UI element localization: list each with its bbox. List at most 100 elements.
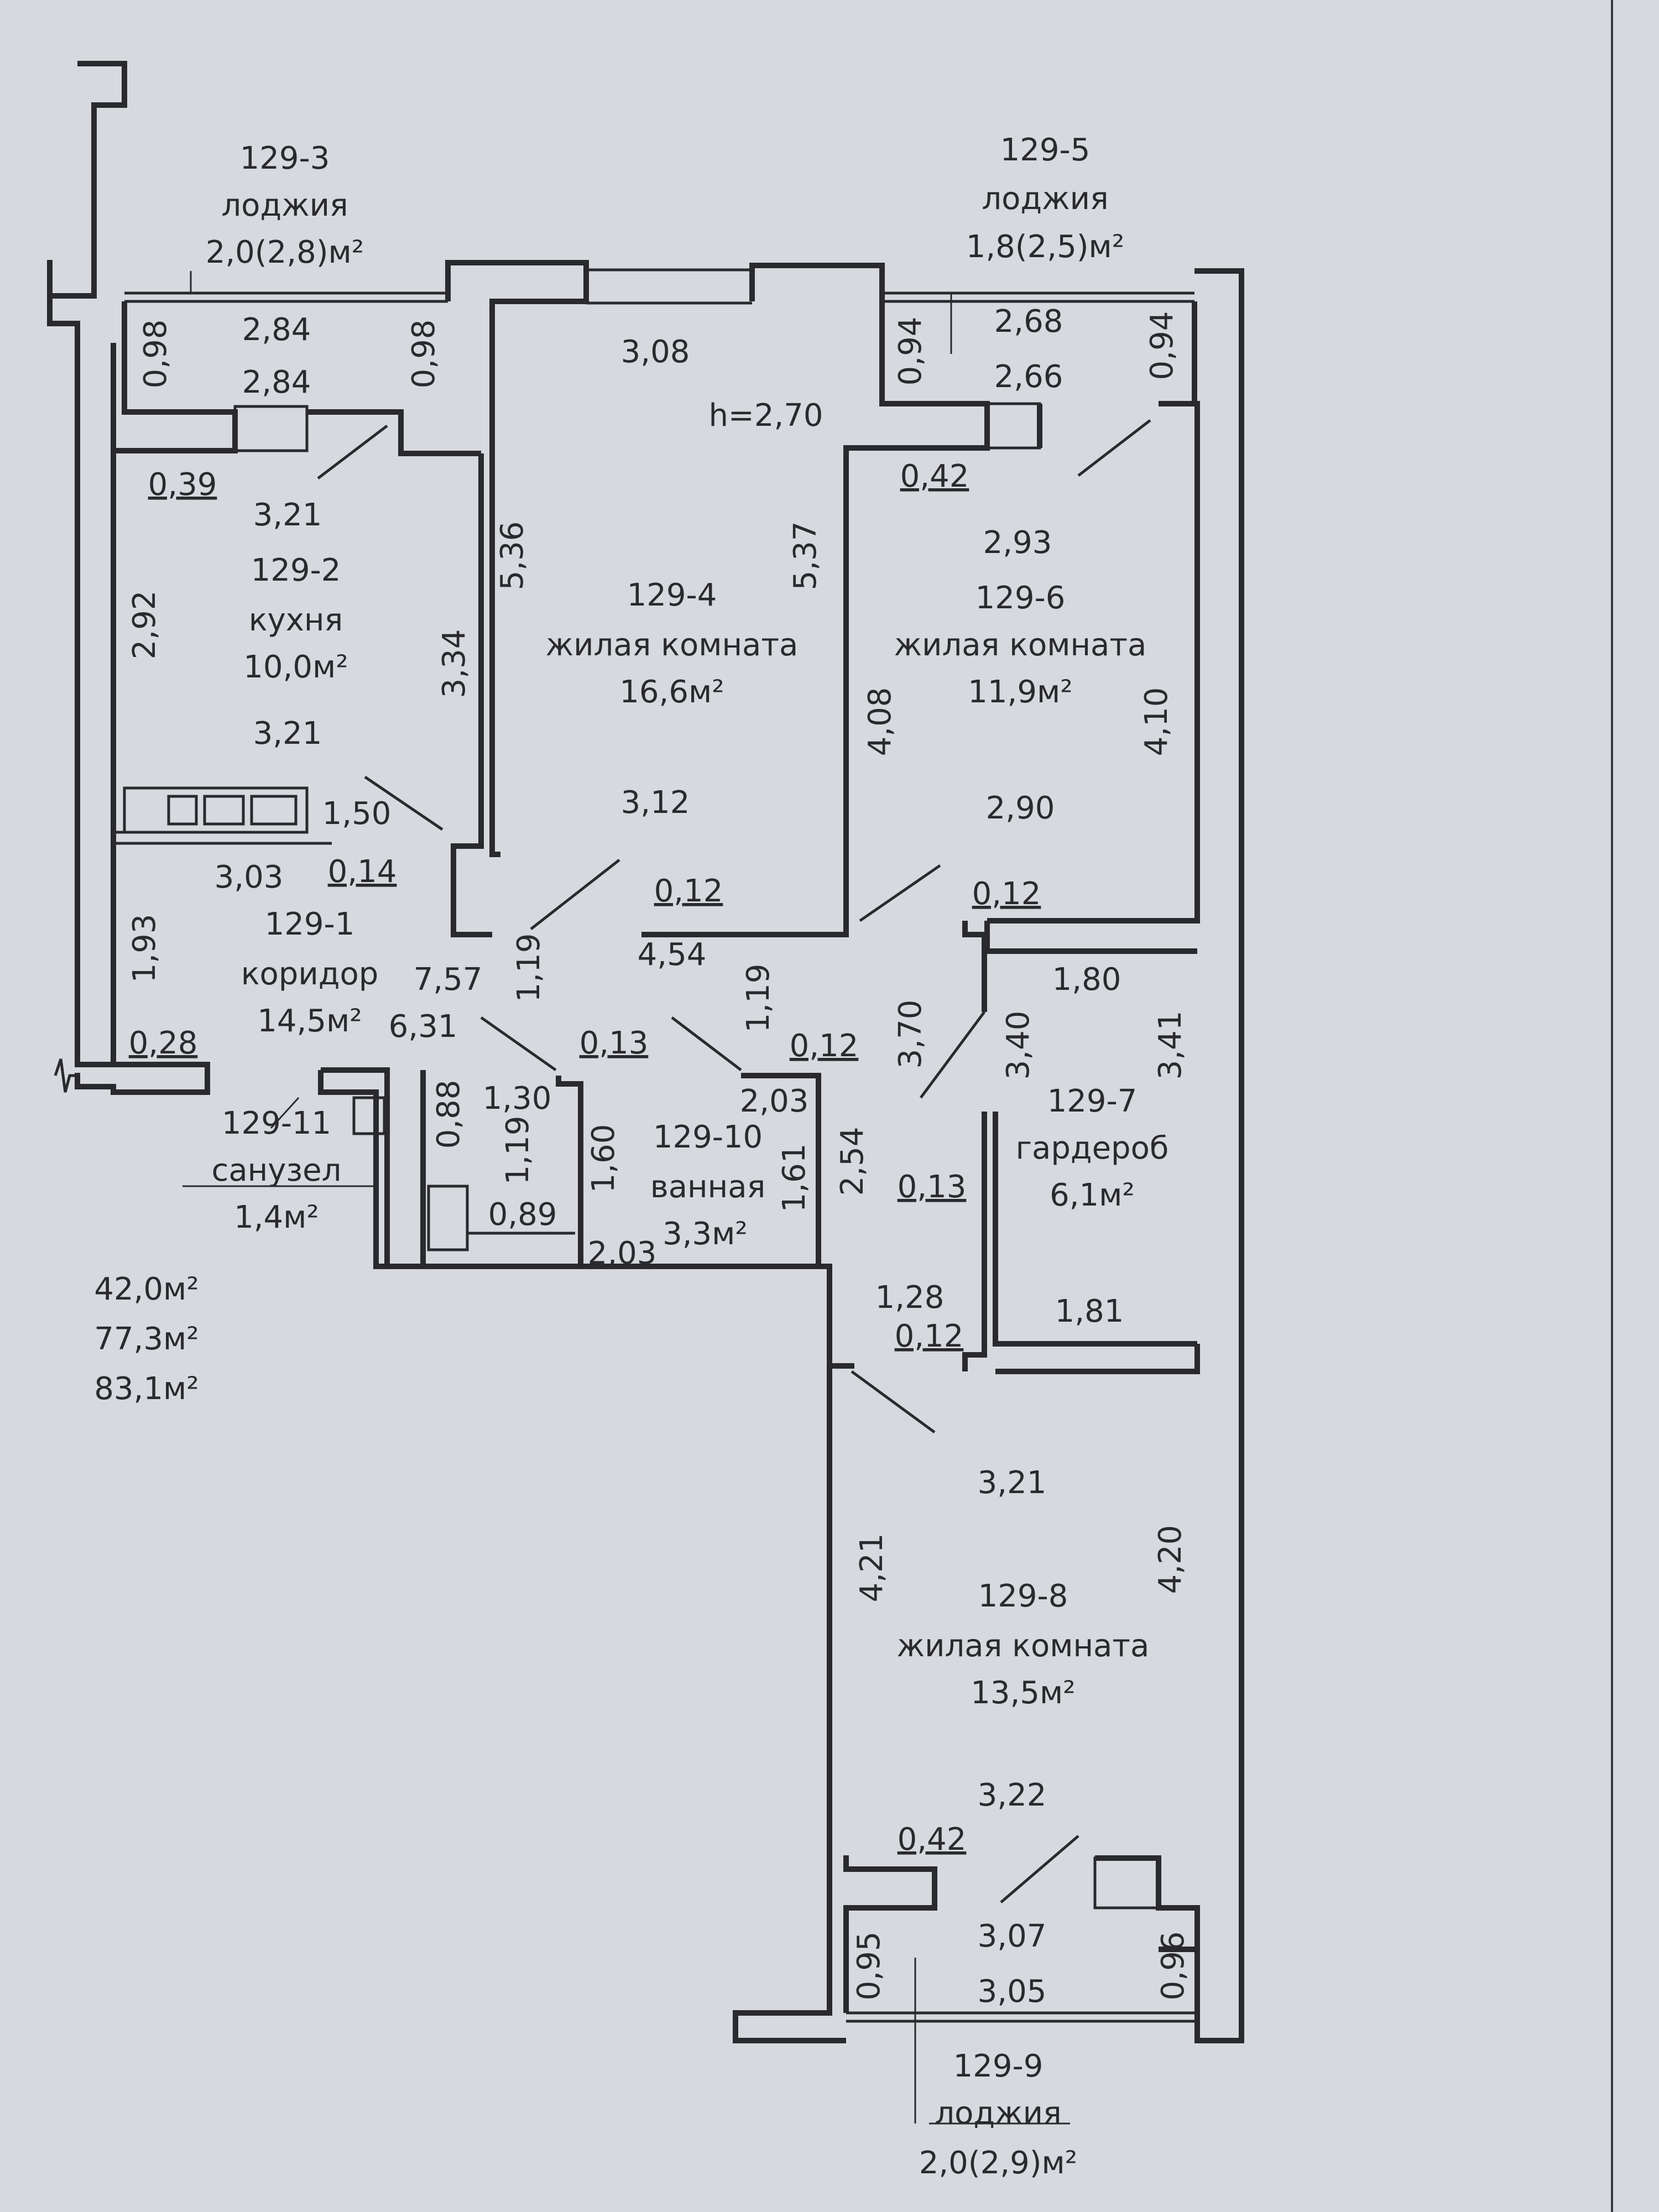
room-id-129-7: 129-7 [1047, 1083, 1138, 1119]
room-name-129-3: лоджия [221, 187, 348, 223]
dimension: 5,37 [787, 521, 823, 591]
dimension: 3,22 [978, 1777, 1047, 1813]
walls [47, 61, 1244, 2125]
room-name-129-1: коридор [241, 956, 379, 992]
dimension: 3,03 [215, 859, 284, 895]
room-id-129-3: 129-3 [240, 140, 330, 176]
room-area-129-1: 14,5м² [257, 1003, 362, 1039]
room-name-129-7: гардероб [1016, 1130, 1169, 1166]
room-name-129-2: кухня [249, 602, 343, 638]
dimension: 2,92 [127, 591, 163, 660]
total-area-2: 77,3м² [94, 1321, 199, 1357]
dimension: 0,42 [898, 1822, 967, 1858]
room-area-129-9: 2,0(2,9)м² [919, 2145, 1078, 2181]
dimension: 1,28 [875, 1280, 945, 1316]
dimension: 4,54 [638, 937, 707, 973]
room-id-129-5: 129-5 [1000, 132, 1091, 168]
dimension: 2,66 [994, 359, 1063, 395]
dimension: 4,08 [862, 687, 898, 757]
room-id-129-1: 129-1 [265, 906, 355, 942]
room-id-129-8: 129-8 [978, 1578, 1068, 1614]
dimension: 3,21 [978, 1465, 1047, 1501]
dimension: 3,41 [1152, 1011, 1188, 1080]
room-area-129-6: 11,9м² [968, 674, 1072, 710]
dimension: 3,07 [978, 1918, 1047, 1954]
room-id-129-10: 129-10 [653, 1119, 763, 1155]
room-area-129-7: 6,1м² [1050, 1177, 1135, 1213]
room-name-129-5: лоджия [982, 181, 1108, 217]
dimension: 5,36 [494, 521, 530, 591]
dimension: 3,21 [253, 716, 322, 752]
dimension: 1,61 [776, 1144, 812, 1213]
dimension: 1,19 [500, 1116, 536, 1185]
dimension: 4,21 [854, 1533, 890, 1603]
dimension: 2,93 [983, 525, 1052, 561]
dimension: 2,90 [986, 790, 1055, 826]
dimension: 1,50 [322, 796, 392, 832]
dimension: 0,39 [148, 467, 217, 503]
dimension: 2,84 [242, 364, 311, 400]
dimension: 3,34 [436, 629, 472, 698]
room-name-129-11: санузел [212, 1152, 342, 1188]
dimension: 2,03 [740, 1083, 809, 1119]
dimension: 1,19 [511, 933, 547, 1003]
dimension: 1,81 [1055, 1293, 1124, 1329]
dimension: 0,96 [1155, 1932, 1191, 2001]
room-name-129-4: жилая комната [546, 627, 799, 663]
room-area-129-2: 10,0м² [243, 649, 348, 685]
dimension: 6,31 [389, 1009, 458, 1045]
dimension: 3,12 [621, 785, 690, 821]
dimension: 1,19 [740, 964, 776, 1033]
room-name-129-10: ванная [650, 1169, 766, 1205]
ceiling-height: h=2,70 [708, 398, 823, 434]
room-id-129-2: 129-2 [251, 552, 341, 588]
room-area-129-10: 3,3м² [662, 1216, 748, 1252]
dimension: 0,98 [406, 320, 442, 389]
dimension: 0,12 [895, 1318, 964, 1354]
dimension: 3,05 [978, 1974, 1047, 2010]
dimension: 4,10 [1139, 687, 1175, 757]
dimension: 2,03 [588, 1235, 657, 1271]
total-area-3: 83,1м² [94, 1371, 199, 1407]
dimension: 0,94 [893, 317, 928, 386]
dimension: 2,54 [834, 1127, 870, 1196]
dimension: 1,80 [1052, 962, 1121, 998]
dimension: 0,13 [898, 1169, 967, 1205]
dimension: 2,68 [994, 304, 1063, 340]
room-name-129-9: лоджия [935, 2095, 1061, 2131]
dimension-labels: 2,84 2,84 0,98 0,98 0,39 3,21 2,92 3,21 … [127, 304, 1191, 2010]
dimension: 0,12 [790, 1028, 859, 1064]
room-area-129-11: 1,4м² [234, 1199, 319, 1235]
total-area-1: 42,0м² [94, 1271, 199, 1307]
dimension: 0,98 [138, 320, 174, 389]
room-area-129-4: 16,6м² [619, 674, 724, 710]
dimension: 0,28 [129, 1025, 198, 1061]
dimension: 3,40 [1000, 1011, 1036, 1080]
dimension: 0,12 [654, 873, 723, 909]
room-id-129-6: 129-6 [975, 580, 1066, 616]
dimension: 0,13 [580, 1025, 649, 1061]
dimension: 3,21 [253, 497, 322, 533]
dimension: 7,57 [414, 962, 483, 998]
room-id-129-11: 129-11 [222, 1105, 331, 1141]
room-name-129-6: жилая комната [894, 627, 1147, 663]
dimension: 0,89 [488, 1197, 557, 1233]
dimension: 1,60 [586, 1124, 622, 1193]
dimension: 3,08 [621, 334, 690, 370]
room-labels: 129-3 лоджия 2,0(2,8)м² 129-5 лоджия 1,8… [94, 132, 1168, 2181]
dimension: 3,70 [893, 1000, 928, 1069]
dimension: 1,93 [127, 914, 163, 983]
room-area-129-5: 1,8(2,5)м² [966, 229, 1125, 265]
dimension: 0,88 [431, 1080, 467, 1149]
room-id-129-4: 129-4 [627, 577, 717, 613]
room-area-129-3: 2,0(2,8)м² [206, 234, 364, 270]
dimension: 1,30 [483, 1081, 552, 1117]
dimension: 0,12 [972, 876, 1041, 912]
dimension: 4,20 [1152, 1525, 1188, 1594]
room-id-129-9: 129-9 [953, 2048, 1044, 2084]
dimension: 0,14 [328, 854, 397, 890]
dimension: 0,42 [900, 458, 969, 494]
dimension: 0,94 [1144, 311, 1180, 380]
room-name-129-8: жилая комната [897, 1628, 1150, 1664]
